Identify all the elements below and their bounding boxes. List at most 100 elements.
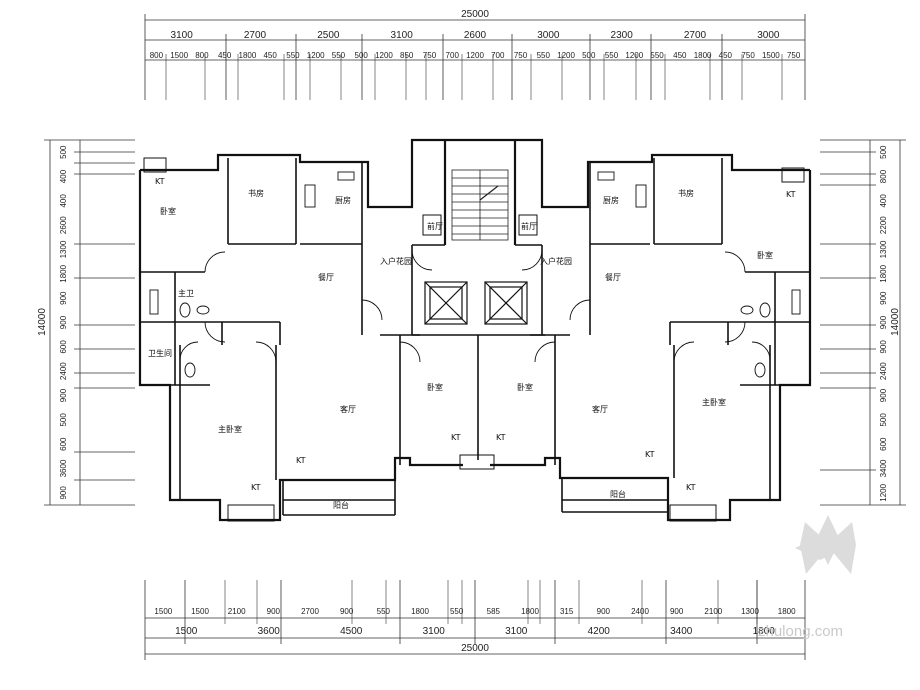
dimension-value: 900 — [879, 291, 888, 305]
dimension-value: 3600 — [59, 459, 68, 477]
dimension-value: 2400 — [59, 362, 68, 380]
dimension-value: 550 — [605, 51, 619, 60]
dimension-value: 750 — [514, 51, 528, 60]
room-living-w: 客厅 — [340, 404, 356, 414]
dimension-value: 700 — [446, 51, 460, 60]
room-bedroom-nw: 卧室 — [160, 206, 176, 216]
dimension-value: 500 — [355, 51, 369, 60]
dimension-value: 2300 — [611, 30, 634, 41]
ac-tag: KT — [645, 450, 655, 459]
dimension-value: 400 — [59, 194, 68, 208]
dimension-value: 900 — [670, 607, 684, 616]
ac-tag: KT — [786, 190, 796, 199]
dimension-value: 700 — [491, 51, 505, 60]
dimension-value: 450 — [218, 51, 232, 60]
room-balcony-e: 阳台 — [610, 489, 626, 499]
room-study-e: 书房 — [678, 188, 694, 198]
room-hall-e: 前厅 — [521, 221, 537, 231]
left-dimension-text: 14000 5004004002600130018009009006002400… — [37, 145, 68, 500]
top-total-dim: 25000 — [461, 9, 489, 20]
dimension-value: 2600 — [59, 216, 68, 234]
dimension-value: 1800 — [753, 626, 776, 637]
dimension-value: 1500 — [175, 626, 198, 637]
left-dimension-chain — [44, 139, 135, 506]
room-bedroom-cw: 卧室 — [427, 382, 443, 392]
dimension-value: 2400 — [631, 607, 649, 616]
dimension-value: 450 — [673, 51, 687, 60]
dimension-value: 585 — [487, 607, 501, 616]
dimension-value: 1200 — [879, 483, 888, 501]
ac-tag: KT — [155, 177, 165, 186]
room-living-e: 客厅 — [592, 404, 608, 414]
dimension-value: 900 — [879, 388, 888, 402]
dimension-value: 4200 — [588, 626, 611, 637]
dimension-value: 750 — [741, 51, 755, 60]
dimension-value: 800 — [150, 51, 164, 60]
dimension-value: 3100 — [423, 626, 446, 637]
room-kitchen-e: 厨房 — [603, 195, 619, 205]
dimension-value: 550 — [537, 51, 551, 60]
dimension-value: 1200 — [375, 51, 393, 60]
dimension-value: 500 — [879, 145, 888, 159]
dimension-value: 900 — [59, 291, 68, 305]
dimension-value: 400 — [59, 169, 68, 183]
dimension-value: 1800 — [239, 51, 257, 60]
dimension-value: 3000 — [537, 30, 560, 41]
dimension-value: 3400 — [670, 626, 693, 637]
dimension-value: 2700 — [684, 30, 707, 41]
dimension-value: 900 — [879, 340, 888, 354]
room-bath-w2: 卫生间 — [148, 348, 172, 358]
room-entry-garden-e: 入户花园 — [540, 256, 572, 266]
room-hall-w: 前厅 — [427, 221, 443, 231]
room-study-w: 书房 — [248, 188, 264, 198]
dimension-value: 3100 — [391, 30, 414, 41]
watermark-text: zhulong.com — [758, 623, 843, 640]
dimension-value: 400 — [879, 194, 888, 208]
bottom-dimension-text: 1500 1500 2100 900 2700 900 550 1800 550 585 1800 3… — [154, 607, 796, 654]
dimension-value: 800 — [879, 169, 888, 183]
dimension-value: 550 — [377, 607, 391, 616]
dimension-value: 900 — [59, 388, 68, 402]
elevator-shafts — [424, 281, 528, 325]
dimension-value: 450 — [719, 51, 733, 60]
right-dimension-chain — [820, 139, 906, 506]
dimension-value: 550 — [332, 51, 346, 60]
room-bedroom-ce: 卧室 — [517, 382, 533, 392]
dimension-value: 850 — [400, 51, 414, 60]
dimension-value: 2100 — [228, 607, 246, 616]
room-master-e: 主卧室 — [702, 397, 726, 407]
bottom-total-dim: 25000 — [461, 643, 489, 654]
dimension-value: 500 — [582, 51, 596, 60]
dimension-value: 3100 — [505, 626, 528, 637]
sanitary-fixtures — [149, 171, 801, 378]
dimension-value: 550 — [650, 51, 664, 60]
ac-tag: KT — [296, 456, 306, 465]
dimension-value: 1800 — [879, 264, 888, 282]
dimension-value: 1500 — [154, 607, 172, 616]
dimension-value: 315 — [560, 607, 574, 616]
dimension-value: 1300 — [879, 240, 888, 258]
dimension-value: 800 — [195, 51, 209, 60]
room-bedroom-ne: 卧室 — [757, 250, 773, 260]
dimension-value: 2100 — [704, 607, 722, 616]
dimension-value: 500 — [59, 413, 68, 427]
dimension-value: 600 — [59, 340, 68, 354]
dimension-value: 500 — [59, 145, 68, 159]
dimension-value: 900 — [267, 607, 281, 616]
right-part-dims: 5008004002200130018009009009002400900500… — [879, 145, 888, 502]
dimension-value: 550 — [450, 607, 464, 616]
dimension-value: 3400 — [879, 459, 888, 477]
dimension-value: 2200 — [879, 216, 888, 234]
dimension-value: 2700 — [301, 607, 319, 616]
ac-tag: KT — [686, 483, 696, 492]
room-dining-w: 餐厅 — [318, 273, 334, 282]
room-balcony-w: 阳台 — [333, 500, 349, 510]
dimension-value: 1800 — [411, 607, 429, 616]
room-entry-garden-w: 入户花园 — [380, 256, 412, 266]
service-shafts — [143, 157, 805, 522]
dimension-value: 1200 — [466, 51, 484, 60]
dimension-value: 750 — [787, 51, 801, 60]
